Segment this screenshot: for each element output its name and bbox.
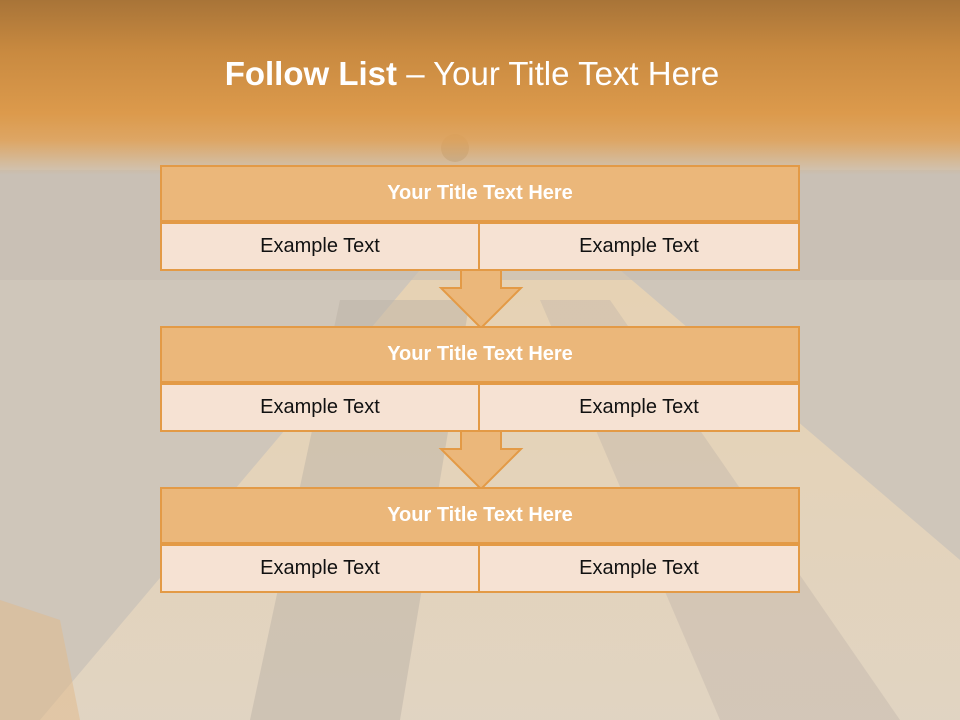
follow-block-3: Your Title Text Here Example Text Exampl… <box>160 487 800 593</box>
block-cell-right: Example Text <box>480 383 800 432</box>
down-arrow-icon <box>438 430 524 491</box>
block-cell-right: Example Text <box>480 222 800 271</box>
slide-title-main: Follow List <box>224 55 398 92</box>
slide-title: Follow List – Your Title Text Here <box>0 52 944 96</box>
block-cell-left: Example Text <box>160 222 480 271</box>
block-cell-left: Example Text <box>160 544 480 593</box>
block-title: Your Title Text Here <box>160 165 800 222</box>
follow-block-2: Your Title Text Here Example Text Exampl… <box>160 326 800 432</box>
block-cell-left: Example Text <box>160 383 480 432</box>
slide-title-subtitle: – Your Title Text Here <box>397 55 720 92</box>
follow-block-1: Your Title Text Here Example Text Exampl… <box>160 165 800 271</box>
down-arrow-icon <box>438 269 524 330</box>
header-band <box>0 0 960 175</box>
block-title: Your Title Text Here <box>160 487 800 544</box>
block-cell-right: Example Text <box>480 544 800 593</box>
block-title: Your Title Text Here <box>160 326 800 383</box>
